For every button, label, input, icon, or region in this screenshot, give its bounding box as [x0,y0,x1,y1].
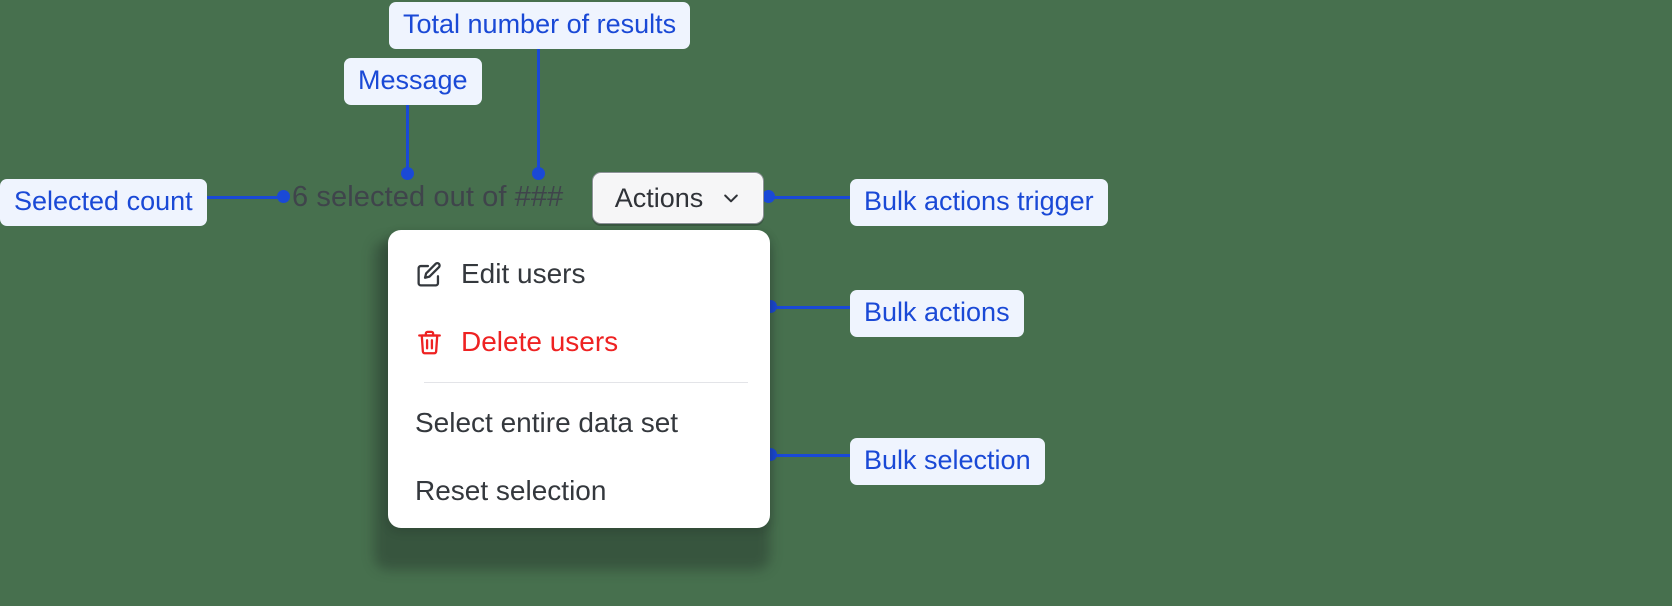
menu-separator [424,382,748,383]
menu-spacer [388,368,770,382]
bulk-actions-trigger-label: Actions [614,182,704,213]
connector-bulk-selection [770,454,854,457]
menu-item-label: Edit users [461,258,586,289]
menu-item-label: Delete users [461,326,619,357]
bulk-actions-dropdown: Edit users Delete users Select entire da… [388,230,770,528]
callout-selected-count: Selected count [0,179,207,226]
edit-icon [414,259,444,289]
menu-item-delete-users[interactable]: Delete users [388,316,770,368]
connector-dot-total-results [532,167,545,180]
menu-item-label: Select entire data set [415,407,679,438]
callout-bulk-actions-trigger: Bulk actions trigger [850,179,1108,226]
menu-spacer [388,383,770,397]
trash-icon [414,327,444,357]
connector-bulk-trigger [768,196,856,199]
menu-item-select-entire-data-set[interactable]: Select entire data set [388,397,770,449]
menu-spacer [388,449,770,465]
connector-dot-selected-count [277,190,290,203]
connector-message [406,95,409,177]
callout-message: Message [344,58,482,105]
connector-dot-bulk-trigger [762,190,775,203]
connector-bulk-actions [770,306,854,309]
selected-count-text: 6 selected out of ### [292,181,564,213]
callout-total-results: Total number of results [389,2,691,49]
connector-selected-count [198,196,286,199]
connector-dot-message [401,167,414,180]
menu-item-reset-selection[interactable]: Reset selection [388,465,770,517]
menu-item-label: Reset selection [415,475,607,506]
menu-spacer [388,300,770,316]
connector-total-results [537,40,540,175]
bulk-actions-trigger-button[interactable]: Actions [592,172,764,224]
chevron-down-icon [721,188,741,208]
callout-bulk-actions: Bulk actions [850,290,1024,337]
callout-bulk-selection: Bulk selection [850,438,1045,485]
menu-item-edit-users[interactable]: Edit users [388,248,770,300]
